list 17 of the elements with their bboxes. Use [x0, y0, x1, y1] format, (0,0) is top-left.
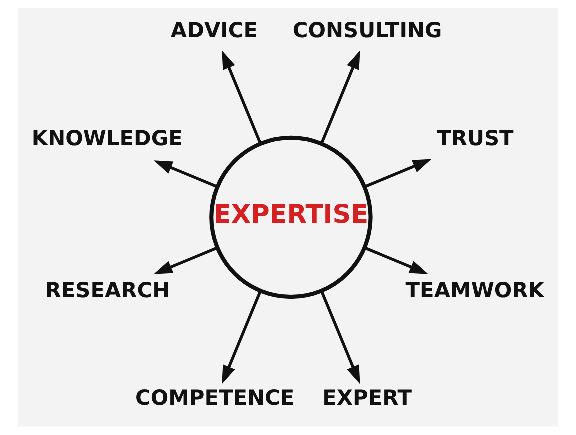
- node-text: TRUST: [437, 126, 514, 150]
- node-text: TEAMWORK: [406, 278, 544, 303]
- arrow: [222, 50, 262, 144]
- arrow: [364, 246, 428, 274]
- node-text: CONSULTING: [292, 18, 442, 43]
- arrow: [154, 246, 218, 274]
- node-text: KNOWLEDGE: [32, 126, 183, 150]
- node-text: RESEARCH: [45, 278, 170, 303]
- arrow: [364, 159, 432, 188]
- arrow: [222, 290, 262, 384]
- node-text: COMPETENCE: [136, 386, 295, 410]
- arrow: [154, 160, 218, 188]
- arrow: [320, 290, 360, 384]
- arrow: [320, 50, 360, 144]
- node-text: ADVICE: [170, 18, 258, 43]
- node-circle: EXPERTISE: [210, 136, 373, 300]
- node-text: EXPERT: [322, 386, 412, 410]
